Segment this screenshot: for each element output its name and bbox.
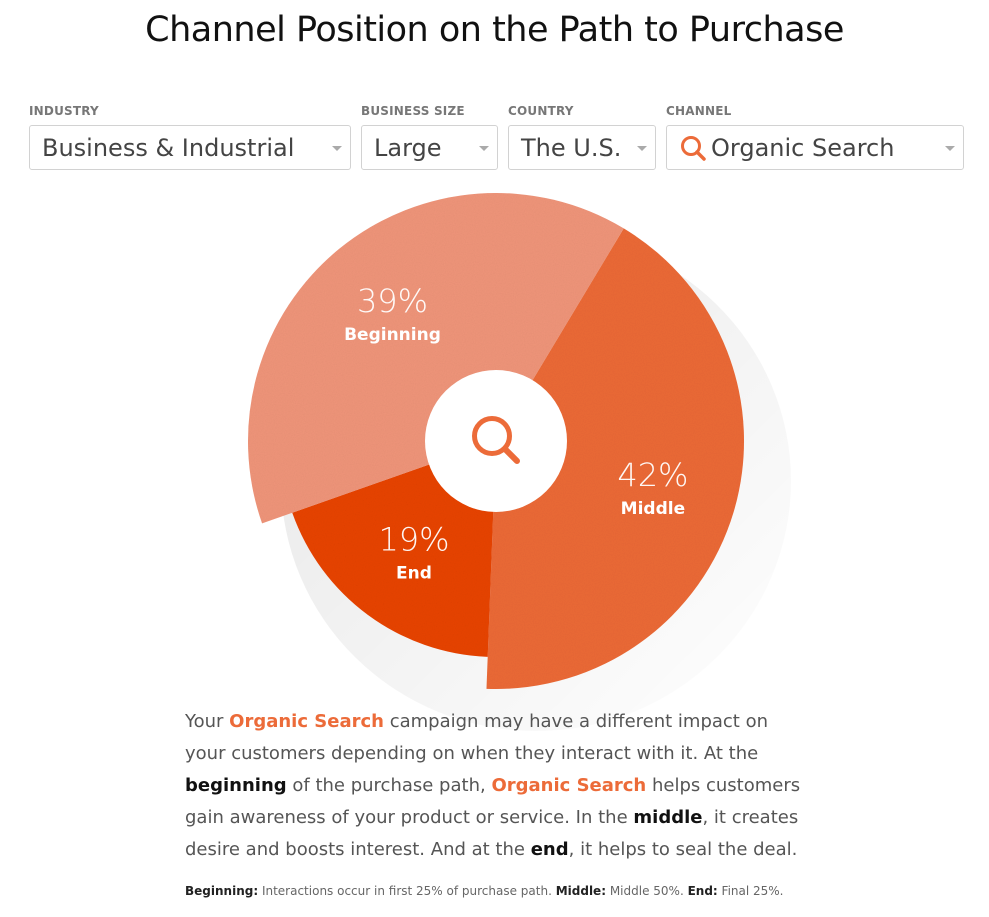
chevron-down-icon [945, 146, 955, 151]
pie-slice-beginning [247, 192, 624, 524]
description-text: of the purchase path, [286, 775, 492, 796]
slice-value-label: 19% [378, 520, 449, 558]
footnote-text: Middle 50%. [606, 884, 688, 898]
footnote: Beginning: Interactions occur in first 2… [185, 884, 885, 898]
slice-value-label: 39% [357, 282, 428, 320]
footnote-beginning-label: Beginning: [185, 884, 259, 898]
search-icon [472, 416, 520, 464]
channel-select[interactable]: Organic Search [666, 125, 964, 170]
country-select[interactable]: The U.S. [508, 125, 656, 170]
industry-filter: INDUSTRY Business & Industrial [29, 104, 351, 170]
country-value: The U.S. [521, 133, 622, 162]
country-label: COUNTRY [508, 104, 574, 118]
pie-center-hole [425, 370, 567, 512]
slice-category-label: End [396, 563, 432, 583]
search-icon [681, 135, 706, 161]
footnote-end-label: End: [687, 884, 718, 898]
footnote-middle-label: Middle: [555, 884, 606, 898]
pie-labels: 42% Middle 19% End 39% Beginning [344, 282, 688, 583]
end-term: end [530, 839, 569, 860]
country-filter: COUNTRY The U.S. [508, 104, 656, 170]
description-text: helps customers gain awareness of your p… [185, 775, 801, 828]
channel-name-highlight: Organic Search [229, 711, 384, 732]
channel-value: Organic Search [711, 133, 895, 162]
beginning-term: beginning [185, 775, 287, 796]
footnote-text: Interactions occur in first 25% of purch… [258, 884, 556, 898]
industry-label: INDUSTRY [29, 104, 99, 118]
description: Your Organic Search campaign may have a … [185, 706, 810, 866]
industry-value: Business & Industrial [42, 133, 295, 162]
page-title: Channel Position on the Path to Purchase [145, 10, 844, 50]
business-size-filter: BUSINESS SIZE Large [361, 104, 498, 170]
pie-slice-end [292, 441, 496, 657]
business-size-value: Large [374, 133, 442, 162]
chevron-down-icon [479, 146, 489, 151]
description-text: Your [185, 711, 230, 732]
slice-value-label: 42% [617, 456, 688, 494]
channel-name-highlight: Organic Search [491, 775, 647, 796]
slice-category-label: Beginning [344, 325, 441, 345]
pie-slice-middle [486, 228, 745, 690]
industry-select[interactable]: Business & Industrial [29, 125, 351, 170]
slice-category-label: Middle [621, 499, 685, 519]
description-text: campaign may have a different impact on … [185, 711, 768, 764]
business-size-label: BUSINESS SIZE [361, 104, 465, 118]
chevron-down-icon [637, 146, 647, 151]
description-text: , it helps to seal the deal. [568, 839, 798, 860]
description-text: , it creates desire and boosts interest.… [185, 807, 799, 860]
footnote-text: Final 25%. [717, 884, 784, 898]
middle-term: middle [633, 807, 703, 828]
channel-label: CHANNEL [666, 104, 732, 118]
pie-slices [247, 192, 745, 690]
chevron-down-icon [332, 146, 342, 151]
channel-filter: CHANNEL Organic Search [666, 104, 964, 170]
business-size-select[interactable]: Large [361, 125, 498, 170]
